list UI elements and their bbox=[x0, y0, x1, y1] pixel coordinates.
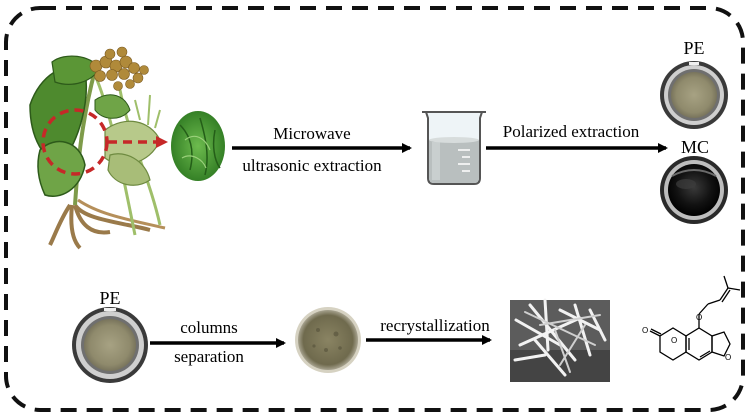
petri-dish-pe-bottom bbox=[72, 307, 148, 383]
label-mc: MC bbox=[681, 137, 709, 157]
beaker-icon bbox=[422, 111, 486, 185]
petri-dish-separated bbox=[295, 307, 361, 373]
molecule-structure-icon bbox=[649, 275, 741, 361]
petri-dish-mc bbox=[660, 156, 728, 224]
crystal-photo bbox=[510, 298, 610, 382]
label-pe-top: PE bbox=[683, 38, 704, 58]
atom-o-ring: O bbox=[671, 336, 677, 345]
label-columns: columns bbox=[180, 318, 238, 337]
label-separation: separation bbox=[174, 347, 244, 366]
label-microwave: Microwave bbox=[273, 124, 350, 143]
angelica-plant-illustration bbox=[29, 46, 168, 250]
label-recrystallization: recrystallization bbox=[380, 316, 490, 335]
atom-o-ether: O bbox=[696, 313, 702, 322]
atom-o-furan: O bbox=[725, 353, 731, 362]
leaf-sample-icon bbox=[171, 111, 225, 181]
label-pe-bottom: PE bbox=[99, 288, 120, 308]
label-polarized-extraction: Polarized extraction bbox=[503, 122, 640, 141]
atom-o-carbonyl: O bbox=[642, 326, 648, 335]
petri-dish-pe-top bbox=[660, 61, 728, 129]
label-ultrasonic-extraction: ultrasonic extraction bbox=[242, 156, 382, 175]
highlight-circle bbox=[41, 108, 109, 176]
dashed-border bbox=[4, 6, 745, 412]
